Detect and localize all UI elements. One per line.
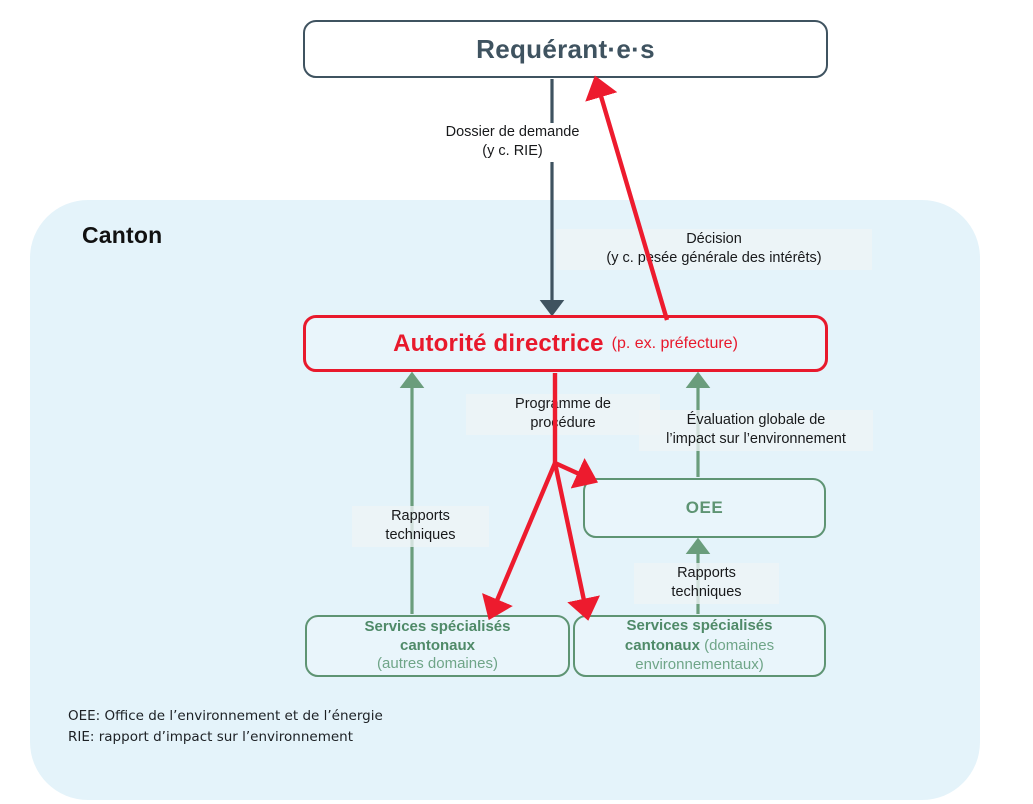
label-rapports-techniques-right: Rapports techniques [634,563,779,604]
edge-programme-to-services-autres [482,462,558,621]
box-oee[interactable]: OEE [583,478,826,538]
label-decision: Décision (y c. pesée générale des intérê… [556,229,872,270]
edge-decision [585,75,670,321]
box-services-autres-sublabel: (autres domaines) [377,655,498,673]
footnote-oee: OEE: Office de l’environnement et de l’é… [68,708,383,724]
box-services-autres-line1: Services spécialisés [364,617,511,635]
edge-programme-to-oee [554,458,599,489]
label-evaluation-globale: Évaluation globale de l’impact sur l’env… [639,410,873,451]
label-rapports-techniques-left: Rapports techniques [352,506,489,547]
footnote-rie: RIE: rapport d’impact sur l’environnemen… [68,728,354,745]
box-services-autres-domaines[interactable]: Services spécialisés cantonaux (autres d… [305,615,570,677]
box-services-autres-line2: cantonaux [399,636,475,654]
box-autorite-directrice[interactable]: Autorité directrice (p. ex. préfecture) [303,315,828,372]
box-services-domaines-environnementaux[interactable]: Services spécialisés cantonaux (domaines… [573,615,826,677]
box-autorite-title: Autorité directrice [393,329,604,357]
box-services-env-line3: environnementaux) [635,656,764,673]
box-autorite-subtitle: (p. ex. préfecture) [611,334,738,352]
label-programme-de-procedure: Programme de procédure [466,394,660,435]
edge-programme-to-services-env [552,462,600,621]
box-services-env-line1: Services spécialisés [626,617,773,635]
canton-region-label: Canton [82,222,163,248]
label-dossier-de-demande: Dossier de demande (y c. RIE) [405,123,620,162]
box-services-env-line2: cantonaux (domaines [624,637,775,654]
legend-footnotes: OEE: Office de l’environnement et de l’é… [68,706,383,747]
box-requerants[interactable]: Requérant·e·s [303,20,828,78]
